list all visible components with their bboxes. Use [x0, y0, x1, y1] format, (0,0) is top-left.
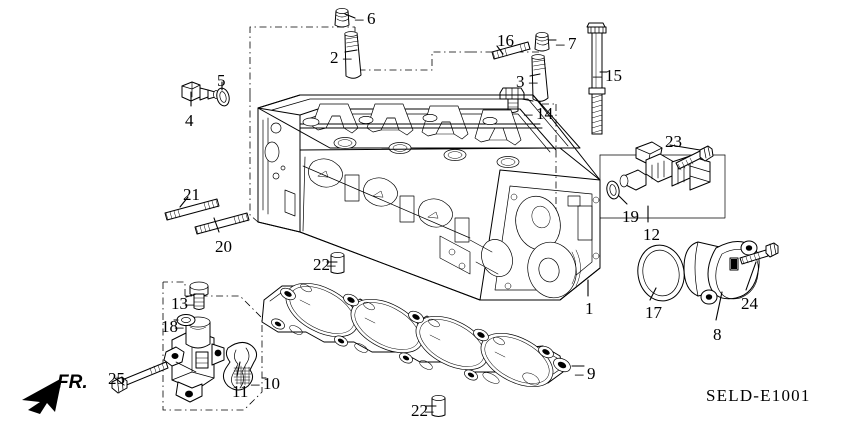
group-bracket-valve-guides-left [249, 26, 470, 95]
callout-8: 8 [713, 325, 722, 344]
part-o-ring-thermostat [637, 244, 685, 302]
callout-14: 14 [536, 104, 553, 123]
part-valve-stem-seal-intake [334, 8, 350, 28]
callout-1: 1 [585, 299, 594, 318]
part-dowel-pin-lower [431, 395, 446, 417]
dash-6: – [355, 9, 364, 28]
part-vtec-filter-gasket [222, 342, 258, 391]
callout-23: 23 [665, 132, 682, 151]
callout-3: 3 [516, 72, 525, 91]
dash-22l: – [425, 401, 434, 420]
part-cylinder-head [257, 94, 601, 301]
part-vtec-spool-valve [163, 316, 225, 403]
group-bracket-vtec-assembly [162, 281, 263, 411]
dash-15: – [593, 66, 602, 85]
part-valve-stem-seal-exhaust [534, 32, 550, 52]
dash-3: – [529, 72, 538, 91]
part-cylinder-head-gasket [261, 282, 571, 388]
part-sealing-washer [216, 87, 230, 107]
callout-10: 10 [263, 374, 280, 393]
part-stud-bolt-medium [164, 198, 220, 221]
callout-20: 20 [215, 237, 232, 256]
callout-4: 4 [185, 111, 194, 130]
callout-15: 15 [605, 66, 622, 85]
group-bracket-head [249, 95, 259, 223]
callout-13: 13 [171, 294, 188, 313]
callout-9: 9 [587, 364, 596, 383]
callout-21: 21 [183, 185, 200, 204]
dash-13: – [185, 294, 194, 313]
dash-9: – [575, 364, 584, 383]
diagram-code: SELD-E1001 [706, 386, 811, 405]
part-vtec-oil-pressure-switch [619, 141, 711, 191]
valve-bores-top [302, 114, 520, 168]
part-cylinder-head-bolt [586, 22, 607, 135]
callout-24: 24 [741, 294, 758, 313]
part-stud-bolt-long [194, 212, 250, 235]
part-o-ring-switch [606, 180, 620, 200]
leader-lines [114, 13, 757, 407]
callout-22-lower: 22 [411, 401, 428, 420]
callout-5: 5 [217, 71, 226, 90]
callout-7: 7 [568, 34, 577, 53]
part-valve-guide-intake [344, 31, 362, 79]
part-bolt-flange-thermostat [739, 242, 779, 265]
gasket-bolt-holes [271, 287, 571, 381]
callout-22-upper: 22 [313, 255, 330, 274]
callout-18: 18 [161, 317, 178, 336]
dash-10: – [251, 374, 260, 393]
part-flange-bolt [189, 281, 209, 310]
front-direction-arrow [22, 378, 62, 414]
callout-16: 16 [497, 31, 514, 50]
timing-end-details [504, 193, 600, 299]
part-dowel-pin-upper [330, 252, 345, 274]
callout-11: 11 [232, 382, 249, 401]
callout-2: 2 [330, 48, 339, 67]
bottom-deck-bosses [439, 235, 513, 277]
callout-25: 25 [108, 369, 125, 388]
part-oil-jet-assembly [181, 81, 219, 102]
dash-2: – [343, 48, 352, 67]
callout-12: 12 [643, 225, 660, 244]
callout-6: 6 [367, 9, 376, 28]
port-faces [308, 158, 470, 243]
callout-17: 17 [645, 303, 662, 322]
callout-19: 19 [622, 207, 639, 226]
part-valve-guide-exhaust [531, 54, 549, 102]
part-bolt-washer [675, 145, 714, 171]
dash-14: – [524, 104, 533, 123]
gasket-bores [285, 282, 554, 388]
front-direction-label: FR. [57, 372, 88, 393]
dash-22u: – [327, 255, 336, 274]
gasket-passages [289, 283, 540, 386]
dash-18: – [175, 317, 184, 336]
dash-7: – [556, 34, 565, 53]
